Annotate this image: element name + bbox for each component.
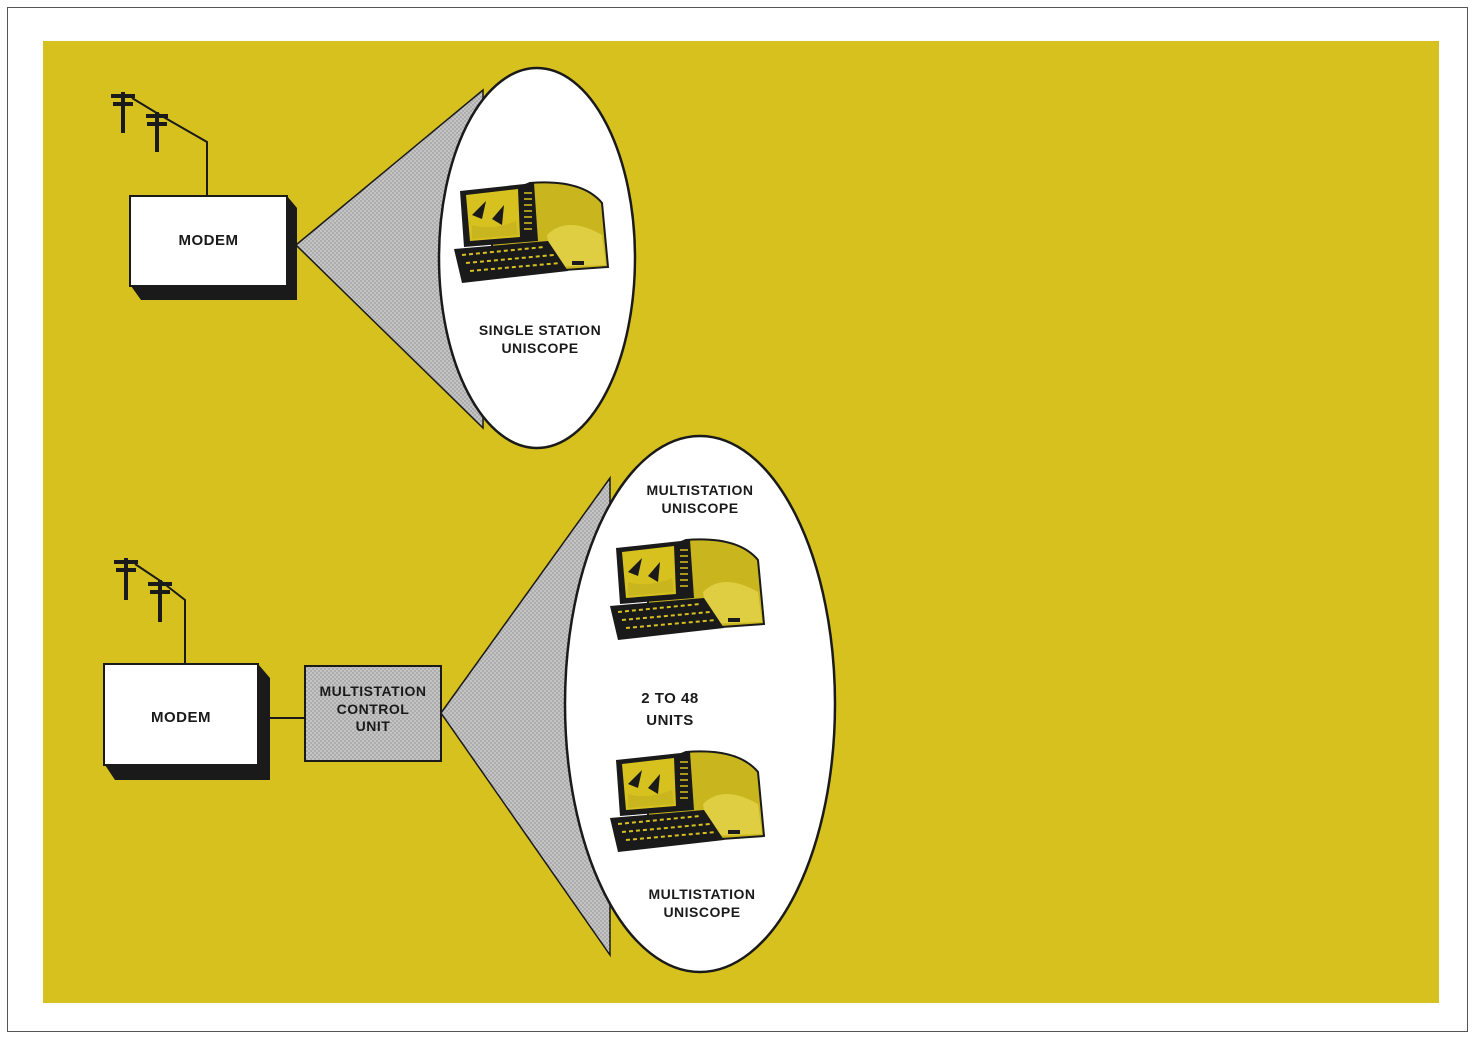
modem-shadow: [131, 196, 297, 300]
single-station-terminal-icon: [453, 181, 609, 284]
modem-shadow: [105, 664, 270, 780]
lower-multistation-label-line1: MULTISTATION: [648, 886, 756, 902]
multistation-terminal-icon: [609, 538, 765, 641]
control-unit-box: [304, 665, 442, 762]
upper-multistation-label: MULTISTATION UNISCOPE: [620, 482, 780, 517]
control-unit-label-line2: CONTROL: [336, 700, 410, 717]
control-unit-label-line3: UNIT: [355, 718, 391, 734]
single-station-label-line1: SINGLE STATION: [478, 322, 602, 338]
unit-count-label: 2 TO 48 UNITS: [610, 688, 730, 732]
single-station-label-line2: UNISCOPE: [501, 339, 579, 356]
lower-multistation-label: MULTISTATION UNISCOPE: [622, 886, 782, 921]
control-unit-label-line1: MULTISTATION: [319, 683, 427, 699]
unit-count-label-line2: UNITS: [646, 711, 694, 729]
modem-label-top: MODEM: [178, 232, 239, 249]
multistation-terminal-icon: [609, 750, 765, 853]
single-station-label: SINGLE STATION UNISCOPE: [460, 322, 620, 357]
control-unit-label: MULTISTATION CONTROL UNIT: [305, 683, 441, 736]
outer-frame: [7, 7, 1468, 1032]
unit-count-label-line1: 2 TO 48: [641, 690, 699, 707]
upper-multistation-label-line2: UNISCOPE: [661, 499, 739, 516]
telephone-pole-icon: [114, 558, 172, 622]
lower-multistation-label-line2: UNISCOPE: [663, 903, 741, 920]
modem-box-top: [129, 195, 288, 287]
telephone-pole-icon: [111, 92, 168, 152]
upper-multistation-label-line1: MULTISTATION: [646, 482, 754, 498]
modem-box-bottom: [103, 663, 259, 766]
modem-label-bottom: MODEM: [151, 709, 211, 726]
